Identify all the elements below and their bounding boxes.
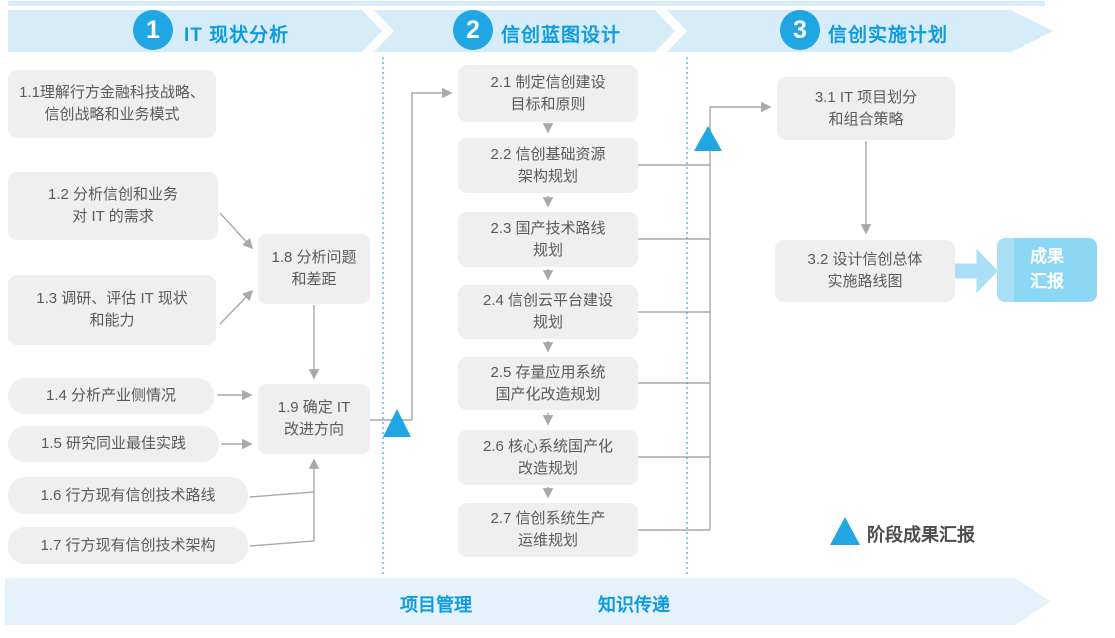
connector-1-9-to-2-1 bbox=[370, 87, 453, 421]
connector-1-3-to-1-8 bbox=[219, 289, 254, 325]
task-label: 改造规划 bbox=[517, 459, 578, 477]
task-label: 1.3 调研、评估 IT 现状 bbox=[36, 290, 188, 308]
phase-2-number: 2 bbox=[466, 15, 480, 44]
task-2-3: 2.3 国产技术路线 规划 bbox=[458, 212, 638, 267]
task-label: 2.2 信创基础资源 bbox=[490, 145, 606, 163]
task-label: 运维规划 bbox=[517, 532, 578, 549]
result-label: 成果 bbox=[1030, 247, 1064, 267]
task-label: 3.1 IT 项目划分 bbox=[814, 88, 918, 106]
phase-3-number: 3 bbox=[793, 15, 807, 44]
task-label: 1.7 行方现有信创技术架构 bbox=[40, 536, 216, 554]
phase-1-title: IT 现状分析 bbox=[184, 25, 290, 46]
task-label: 对 IT 的需求 bbox=[72, 208, 154, 225]
task-label: 和差距 bbox=[291, 271, 337, 288]
task-label: 1.5 研究同业最佳实践 bbox=[40, 435, 187, 453]
task-2-4: 2.4 信创云平台建设 规划 bbox=[458, 285, 638, 339]
task-label: 1.8 分析问题 bbox=[271, 249, 357, 267]
task-label: 和组合策略 bbox=[828, 110, 904, 128]
task-1-6: 1.6 行方现有信创技术路线 bbox=[8, 477, 248, 514]
task-label: 1.6 行方现有信创技术路线 bbox=[40, 486, 216, 504]
task-1-4: 1.4 分析产业侧情况 bbox=[8, 378, 214, 414]
connector-collector-to-3-1 bbox=[709, 101, 772, 530]
task-2-6: 2.6 核心系统国产化 改造规划 bbox=[458, 430, 638, 485]
task-label: 1.4 分析产业侧情况 bbox=[45, 387, 177, 405]
phase-3-badge: 3 bbox=[780, 10, 820, 50]
task-label: 2.5 存量应用系统 bbox=[490, 363, 606, 381]
task-2-7: 2.7 信创系统生产 运维规划 bbox=[458, 503, 638, 557]
task-1-5: 1.5 研究同业最佳实践 bbox=[8, 426, 219, 462]
milestone-triangle-icon bbox=[694, 126, 722, 151]
task-3-2: 3.2 设计信创总体 实施路线图 bbox=[775, 240, 955, 302]
phase-banner bbox=[8, 10, 1053, 52]
result-label: 汇报 bbox=[1030, 272, 1064, 291]
task-1-7: 1.7 行方现有信创技术架构 bbox=[8, 527, 248, 564]
task-2-2: 2.2 信创基础资源 架构规划 bbox=[458, 138, 638, 193]
top-edge-strip bbox=[8, 1, 1045, 6]
task-1-9: 1.9 确定 IT 改进方向 bbox=[258, 384, 370, 454]
task-label: 目标和原则 bbox=[510, 95, 586, 113]
task-label: 规划 bbox=[532, 314, 563, 331]
task-label: 1.9 确定 IT bbox=[277, 399, 351, 417]
task-label: 信创战略和业务模式 bbox=[44, 106, 180, 123]
task-2-5: 2.5 存量应用系统 国产化改造规划 bbox=[458, 357, 638, 410]
connector-1-2-to-1-8 bbox=[219, 212, 254, 250]
task-1-2: 1.2 分析信创和业务 对 IT 的需求 bbox=[8, 172, 218, 240]
task-3-1: 3.1 IT 项目划分 和组合策略 bbox=[777, 77, 955, 140]
task-label: 架构规划 bbox=[517, 167, 578, 185]
task-1-8: 1.8 分析问题 和差距 bbox=[258, 234, 370, 304]
task-label: 1.1理解行方金融科技战略、 bbox=[19, 84, 205, 102]
task-label: 2.3 国产技术路线 bbox=[490, 219, 606, 237]
task-2-1: 2.1 制定信创建设 目标和原则 bbox=[458, 65, 638, 122]
phase-3-title: 信创实施计划 bbox=[828, 25, 949, 46]
task-label: 3.2 设计信创总体 bbox=[807, 251, 923, 269]
task-label: 规划 bbox=[532, 241, 563, 259]
task-label: 2.6 核心系统国产化 bbox=[482, 437, 614, 455]
phase-1-number: 1 bbox=[146, 15, 160, 44]
milestone-triangle-icon bbox=[383, 409, 411, 437]
legend-label: 阶段成果汇报 bbox=[867, 525, 975, 545]
task-label: 2.1 制定信创建设 bbox=[490, 73, 606, 91]
footer-banner bbox=[5, 578, 1051, 625]
task-label: 和能力 bbox=[89, 312, 135, 329]
result-box-stripe bbox=[997, 238, 1014, 302]
task-1-1: 1.1理解行方金融科技战略、 信创战略和业务模式 bbox=[8, 70, 216, 138]
task-label: 2.7 信创系统生产 bbox=[490, 510, 606, 528]
task-label: 实施路线图 bbox=[827, 273, 903, 290]
task-label: 2.4 信创云平台建设 bbox=[482, 292, 614, 310]
connector-1-7-to-1-9 bbox=[249, 492, 315, 547]
legend-triangle-icon bbox=[830, 517, 860, 545]
footer-item-project-management: 项目管理 bbox=[400, 595, 472, 615]
phase-2-badge: 2 bbox=[453, 10, 493, 50]
task-label: 1.2 分析信创和业务 bbox=[47, 186, 179, 204]
deliverable-report-box: 成果 汇报 bbox=[997, 238, 1097, 302]
footer-item-knowledge-transfer: 知识传递 bbox=[598, 595, 670, 615]
task-label: 改进方向 bbox=[283, 421, 344, 438]
phase-1-badge: 1 bbox=[133, 10, 173, 50]
task-label: 国产化改造规划 bbox=[495, 385, 601, 403]
connector-1-6-to-1-9 bbox=[249, 458, 320, 498]
task-1-3: 1.3 调研、评估 IT 现状 和能力 bbox=[8, 275, 216, 345]
phase-2-title: 信创蓝图设计 bbox=[501, 25, 622, 46]
